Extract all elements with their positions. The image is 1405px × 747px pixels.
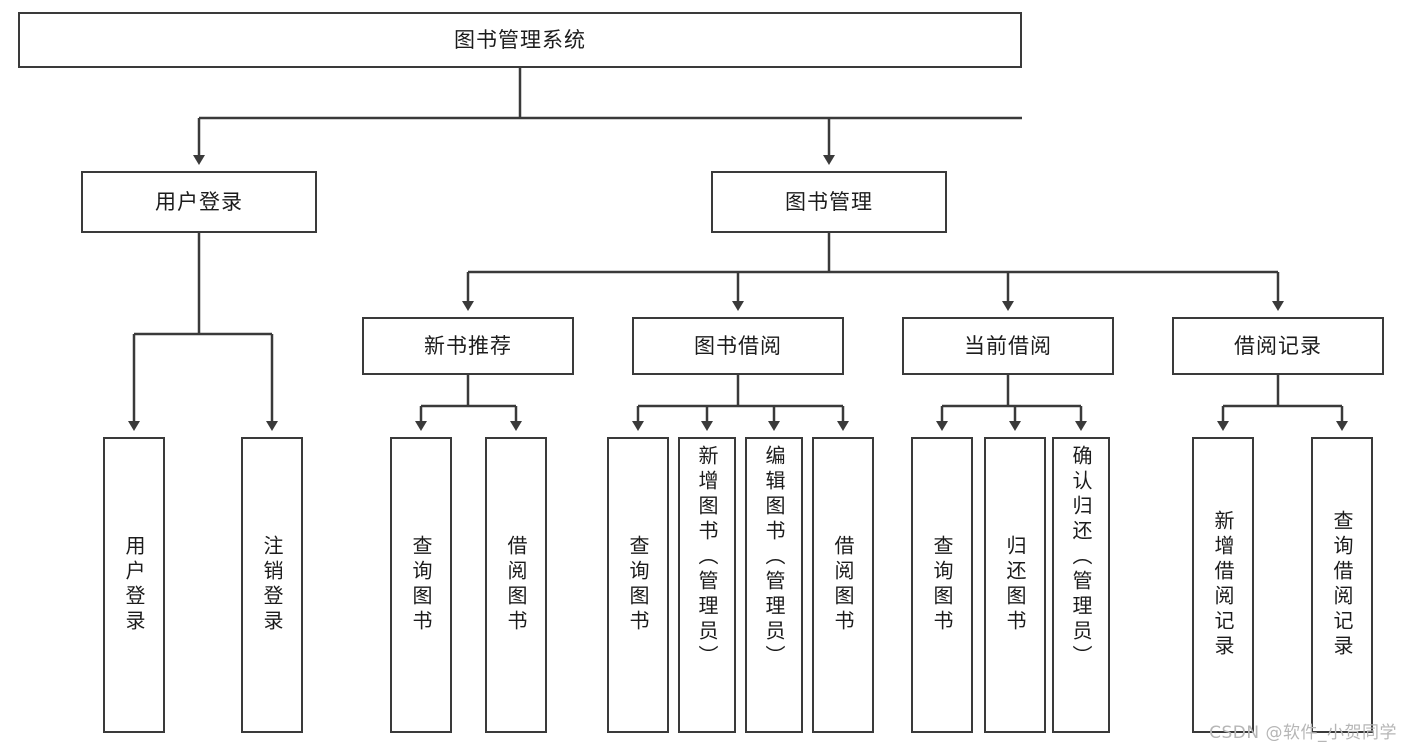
node-leaf-add-book-label: 新增图书（管理员） — [695, 445, 719, 670]
node-leaf-logout-label: 注销登录 — [260, 535, 284, 635]
node-leaf-query-book-current-label: 查询图书 — [930, 535, 954, 635]
node-root-label: 图书管理系统 — [454, 27, 586, 52]
node-leaf-query-borrow-record-label: 查询借阅记录 — [1330, 510, 1354, 660]
node-leaf-query-book-recommend[interactable]: 查询图书 — [390, 437, 452, 733]
node-leaf-add-borrow-record[interactable]: 新增借阅记录 — [1192, 437, 1254, 733]
node-book-borrow[interactable]: 图书借阅 — [632, 317, 844, 375]
node-leaf-user-login-label: 用户登录 — [122, 535, 146, 635]
node-leaf-return-book-label: 归还图书 — [1003, 535, 1027, 635]
node-leaf-confirm-return[interactable]: 确认归还（管理员） — [1052, 437, 1110, 733]
node-leaf-query-borrow-record[interactable]: 查询借阅记录 — [1311, 437, 1373, 733]
node-leaf-borrow-book-recommend-label: 借阅图书 — [504, 535, 528, 635]
node-leaf-borrow-book-label: 借阅图书 — [831, 535, 855, 635]
node-leaf-add-borrow-record-label: 新增借阅记录 — [1211, 510, 1235, 660]
node-leaf-logout[interactable]: 注销登录 — [241, 437, 303, 733]
node-leaf-query-book-borrow-label: 查询图书 — [626, 535, 650, 635]
node-leaf-confirm-return-label: 确认归还（管理员） — [1069, 445, 1093, 670]
node-book-manage-label: 图书管理 — [785, 189, 873, 214]
node-user-login[interactable]: 用户登录 — [81, 171, 317, 233]
node-user-login-label: 用户登录 — [155, 189, 243, 214]
node-book-borrow-label: 图书借阅 — [694, 333, 782, 358]
node-leaf-query-book-current[interactable]: 查询图书 — [911, 437, 973, 733]
node-leaf-query-book-recommend-label: 查询图书 — [409, 535, 433, 635]
node-leaf-query-book-borrow[interactable]: 查询图书 — [607, 437, 669, 733]
watermark-text: CSDN @软件_小贺同学 — [1209, 723, 1397, 743]
node-root[interactable]: 图书管理系统 — [18, 12, 1022, 68]
node-new-book-recommend[interactable]: 新书推荐 — [362, 317, 574, 375]
node-leaf-user-login[interactable]: 用户登录 — [103, 437, 165, 733]
node-new-book-recommend-label: 新书推荐 — [424, 333, 512, 358]
node-leaf-edit-book-label: 编辑图书（管理员） — [762, 445, 786, 670]
node-leaf-return-book[interactable]: 归还图书 — [984, 437, 1046, 733]
node-leaf-borrow-book-recommend[interactable]: 借阅图书 — [485, 437, 547, 733]
node-book-manage[interactable]: 图书管理 — [711, 171, 947, 233]
node-borrow-record[interactable]: 借阅记录 — [1172, 317, 1384, 375]
node-leaf-borrow-book[interactable]: 借阅图书 — [812, 437, 874, 733]
node-current-borrow-label: 当前借阅 — [964, 333, 1052, 358]
node-borrow-record-label: 借阅记录 — [1234, 333, 1322, 358]
node-current-borrow[interactable]: 当前借阅 — [902, 317, 1114, 375]
node-leaf-edit-book[interactable]: 编辑图书（管理员） — [745, 437, 803, 733]
node-leaf-add-book[interactable]: 新增图书（管理员） — [678, 437, 736, 733]
